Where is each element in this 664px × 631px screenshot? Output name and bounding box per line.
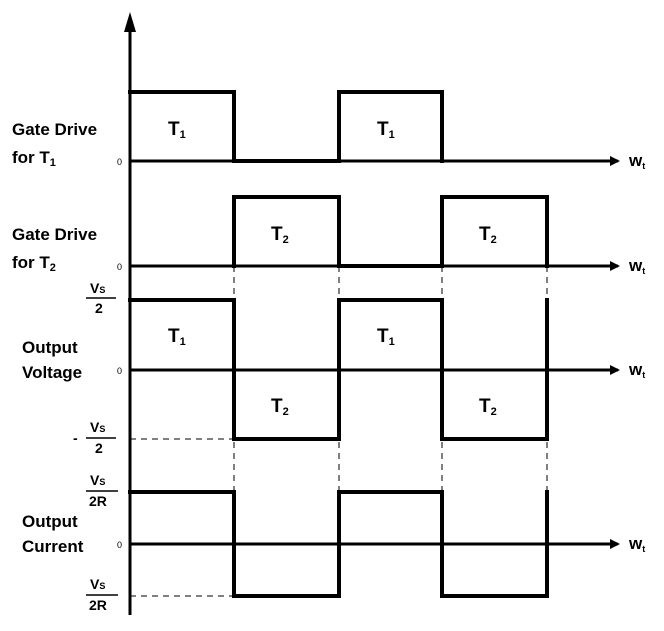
gate-t2-label-line2: for T2 — [12, 253, 56, 274]
pulse-label-t2-voltage-1: T2 — [271, 396, 289, 418]
output-current-waveform — [128, 490, 549, 598]
zero-label-gate-t1: 0 — [117, 157, 122, 167]
current-label-line1: Output — [22, 512, 78, 531]
level-neg-vs-over-2: - VS 2 — [73, 419, 116, 456]
level-vs-over-2r-neg: VS 2R — [86, 576, 118, 613]
output-voltage-waveform — [128, 298, 549, 441]
gate-t2-waveform — [232, 195, 549, 268]
zero-label-voltage: 0 — [117, 366, 122, 376]
svg-text:VS: VS — [90, 472, 105, 488]
svg-text:VS: VS — [90, 576, 105, 592]
svg-text:2: 2 — [95, 440, 103, 456]
svg-text:VS: VS — [90, 280, 105, 296]
svg-text:VS: VS — [90, 419, 105, 435]
gate-t2-label-line1: Gate Drive — [12, 225, 97, 244]
level-vs-over-2: VS 2 — [86, 280, 116, 316]
voltage-label-line2: Voltage — [22, 363, 82, 382]
pulse-label-t2-gate-2: T2 — [479, 224, 497, 246]
axis-end-label-current: wt — [628, 534, 645, 554]
pulse-label-t1-voltage-2: T1 — [377, 326, 395, 348]
pulse-label-t1-gate-2: T1 — [377, 119, 395, 141]
axis-end-label-gate-t1: wt — [628, 151, 645, 171]
gate-t1-label-line1: Gate Drive — [12, 120, 97, 139]
zero-label-current: 0 — [117, 540, 122, 550]
gate-t1-waveform — [128, 90, 444, 163]
pulse-label-t1-gate-1: T1 — [168, 119, 186, 141]
axis-end-label-voltage: wt — [628, 360, 645, 380]
level-vs-over-2r-pos: VS 2R — [86, 472, 118, 509]
pulse-label-t2-gate-1: T2 — [271, 224, 289, 246]
svg-text:-: - — [73, 430, 78, 446]
current-label-line2: Current — [22, 537, 84, 556]
vertical-axis-arrowhead — [124, 12, 136, 32]
pulse-label-t1-voltage-1: T1 — [168, 326, 186, 348]
gate-t1-label-line2: for T1 — [12, 148, 56, 169]
zero-label-gate-t2: 0 — [117, 262, 122, 272]
voltage-label-line1: Output — [22, 338, 78, 357]
svg-text:2R: 2R — [89, 597, 107, 613]
pulse-label-t2-voltage-2: T2 — [479, 396, 497, 418]
axis-end-label-gate-t2: wt — [628, 256, 645, 276]
svg-text:2R: 2R — [89, 493, 107, 509]
svg-text:2: 2 — [95, 300, 103, 316]
